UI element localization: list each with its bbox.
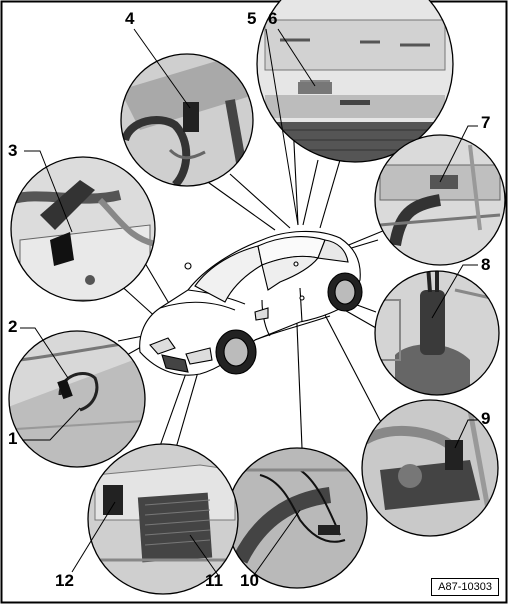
detail-view-11-12 xyxy=(88,444,238,594)
detail-view-10 xyxy=(227,448,367,588)
figure-reference-code: A87-10303 xyxy=(431,578,499,596)
callout-2: 2 xyxy=(8,317,18,336)
detail-view-1 xyxy=(9,331,145,467)
detail-view-9 xyxy=(362,400,498,536)
callout-8: 8 xyxy=(481,255,491,274)
callout-11: 11 xyxy=(205,571,223,590)
detail-view-7 xyxy=(375,135,505,265)
callout-3: 3 xyxy=(8,141,18,160)
callout-7: 7 xyxy=(481,113,491,132)
car-illustration xyxy=(139,230,363,376)
detail-view-8 xyxy=(375,271,499,395)
callout-10: 10 xyxy=(240,571,259,590)
detail-view-3 xyxy=(11,157,155,301)
leader-lines xyxy=(20,28,478,576)
callout-9: 9 xyxy=(481,409,491,428)
callout-4: 4 xyxy=(125,9,135,28)
callout-6: 6 xyxy=(268,9,278,28)
callout-5: 5 xyxy=(247,9,257,28)
detail-view-4 xyxy=(121,54,253,186)
callout-12: 12 xyxy=(55,571,74,590)
callout-1: 1 xyxy=(8,429,18,448)
